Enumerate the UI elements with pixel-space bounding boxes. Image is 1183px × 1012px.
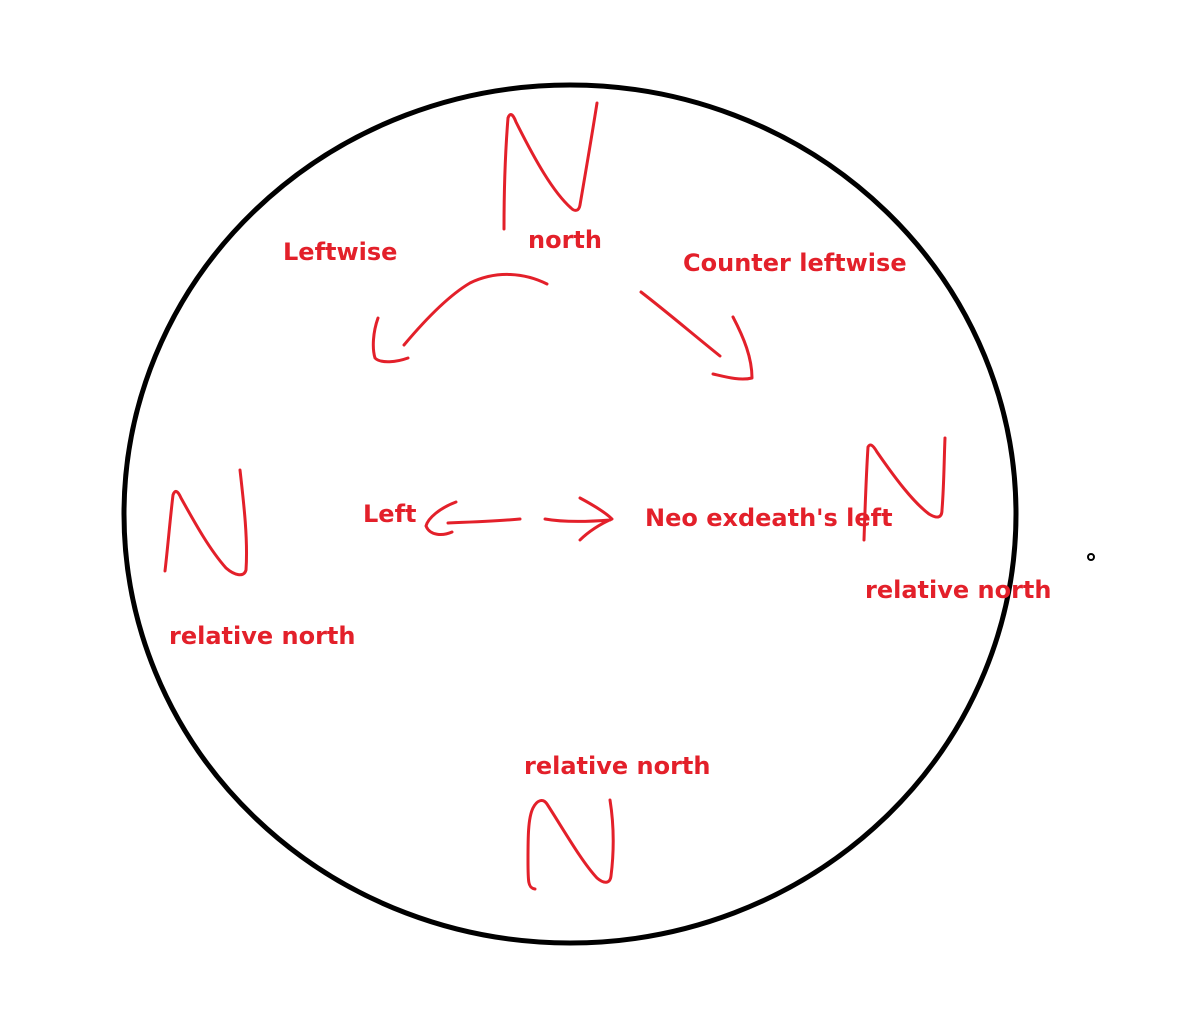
left-direction-arrow-icon <box>424 496 614 542</box>
label-left: Left <box>363 500 417 528</box>
label-relative-north-east: relative north <box>865 576 1052 604</box>
label-neo-exdeath-left: Neo exdeath's left <box>645 504 893 532</box>
stray-dot <box>1087 553 1095 561</box>
n-marker-south-icon <box>526 798 615 891</box>
label-leftwise: Leftwise <box>283 238 398 266</box>
leftwise-arrow-icon <box>371 273 549 364</box>
n-marker-east-icon <box>862 436 947 542</box>
label-relative-north-west: relative north <box>169 622 356 650</box>
counter-leftwise-arrow-icon <box>639 290 754 381</box>
label-counter-leftwise: Counter leftwise <box>683 249 907 277</box>
n-marker-top-icon <box>502 101 599 231</box>
arena-circle <box>121 82 1019 946</box>
label-relative-north-south: relative north <box>524 752 711 780</box>
label-north: north <box>528 226 602 254</box>
n-marker-west-icon <box>163 468 249 577</box>
